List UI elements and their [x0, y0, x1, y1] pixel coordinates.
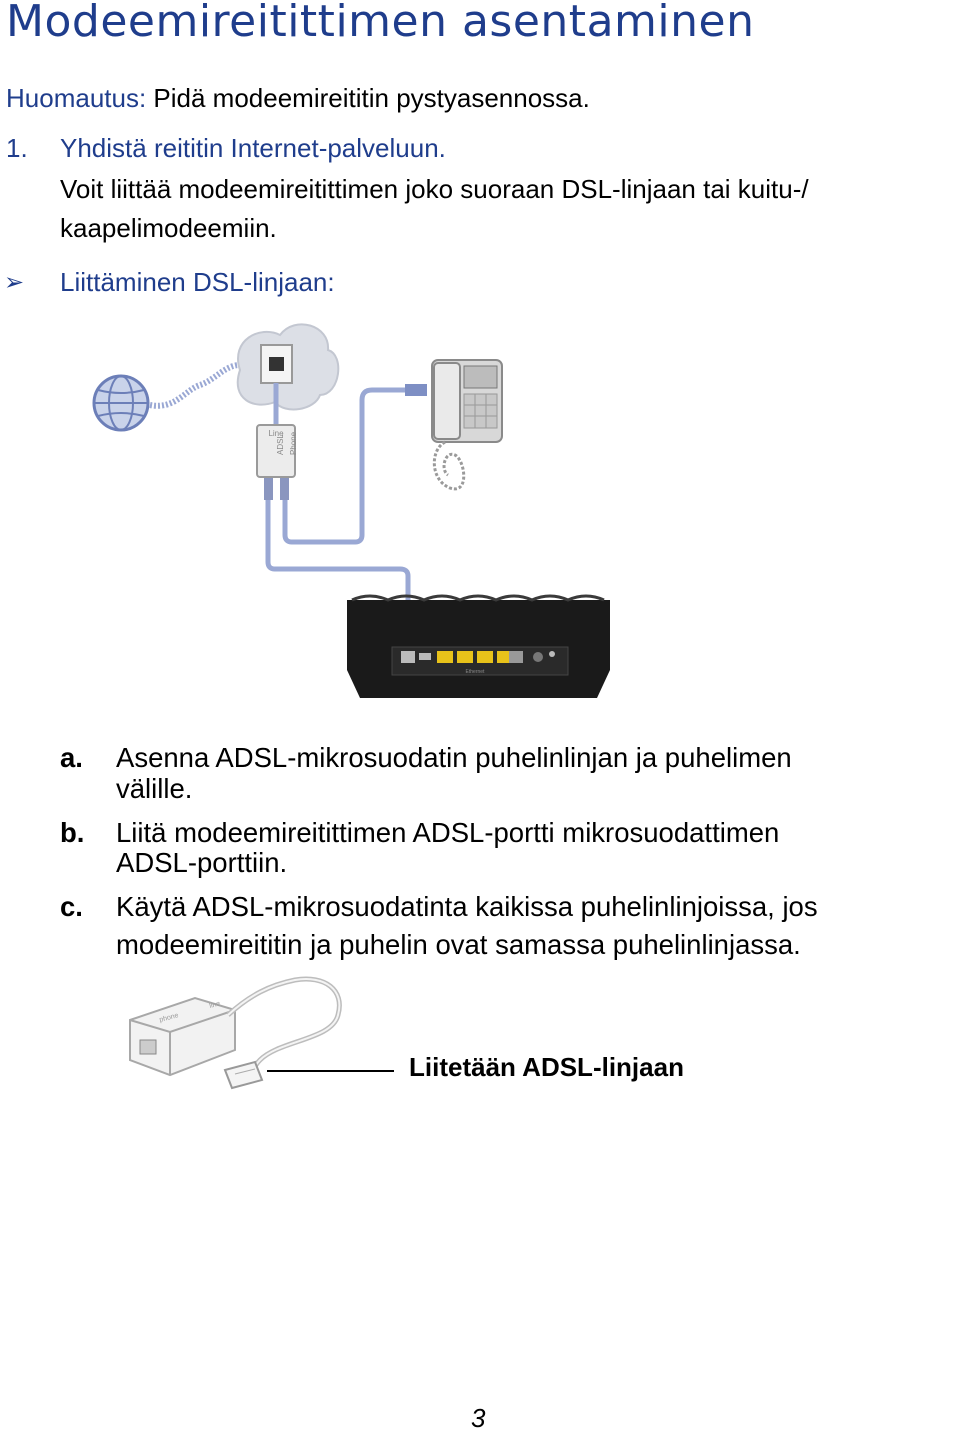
- filter-line-label: Line: [268, 429, 284, 438]
- substep-b-line1: Liitä modeemireitittimen ADSL-portti mik…: [116, 817, 780, 848]
- splitter-icon: phone line: [129, 996, 236, 1077]
- substep-a-line1: Asenna ADSL-mikrosuodatin puhelinlinjan …: [116, 742, 792, 773]
- ethernet-port: [437, 651, 453, 663]
- adsl-splitter-illustration: phone line: [129, 976, 342, 1090]
- rj11-plug-icon: [223, 1060, 264, 1090]
- globe-icon: [92, 374, 150, 432]
- filter-adsl-label: ADSL: [276, 434, 285, 455]
- note-text: Pidä modeemireititin pystyasennossa.: [153, 83, 590, 113]
- adsl-filter-icon: Line ADSL Phone: [256, 424, 298, 500]
- step-heading: Yhdistä reititin Internet-palveluun.: [60, 133, 446, 163]
- filter-phone-label: Phone: [289, 431, 298, 455]
- substep-c-line1: Käytä ADSL-mikrosuodatinta kaikissa puhe…: [116, 891, 818, 922]
- router-port-label: Ethernet: [466, 669, 486, 675]
- splitter-text: phone: [159, 1012, 180, 1024]
- step-body-line2: kaapelimodeemiin.: [60, 213, 277, 243]
- substep-c-line2: modeemireititin ja puhelin ovat samassa …: [116, 929, 801, 960]
- adsl-port: [401, 651, 415, 663]
- splitter-callout-label: Liitetään ADSL-linjaan: [409, 1052, 684, 1082]
- substep-b-letter: b.: [60, 817, 85, 848]
- router-icon: Ethernet: [347, 594, 610, 698]
- ethernet-port: [457, 651, 473, 663]
- substep-a-letter: a.: [60, 742, 83, 773]
- page-title: Modeemireitittimen asentaminen: [6, 0, 755, 47]
- step-number: 1.: [6, 133, 28, 163]
- bullet-arrow-icon: ➢: [4, 268, 25, 296]
- substep-a-line2: välille.: [116, 773, 193, 804]
- note-label: Huomautus:: [6, 83, 147, 113]
- telephone-icon: [431, 359, 503, 491]
- note: Huomautus: Pidä modeemireititin pystyase…: [6, 81, 590, 115]
- bullet-heading: Liittäminen DSL-linjaan:: [60, 267, 335, 297]
- usb-port: [419, 653, 431, 660]
- ethernet-port: [477, 651, 493, 663]
- step-body-line1: Voit liittää modeemireitittimen joko suo…: [60, 174, 809, 204]
- callout-line: [267, 1070, 394, 1072]
- page-number: 3: [471, 1403, 486, 1433]
- wall-jack-icon: [260, 344, 293, 384]
- splitter-text-2: line: [209, 1000, 221, 1010]
- substep-b-line2: ADSL-porttiin.: [116, 847, 288, 878]
- dsl-connection-diagram: Line ADSL Phone Ethernet: [92, 323, 610, 698]
- substep-c-letter: c.: [60, 891, 83, 922]
